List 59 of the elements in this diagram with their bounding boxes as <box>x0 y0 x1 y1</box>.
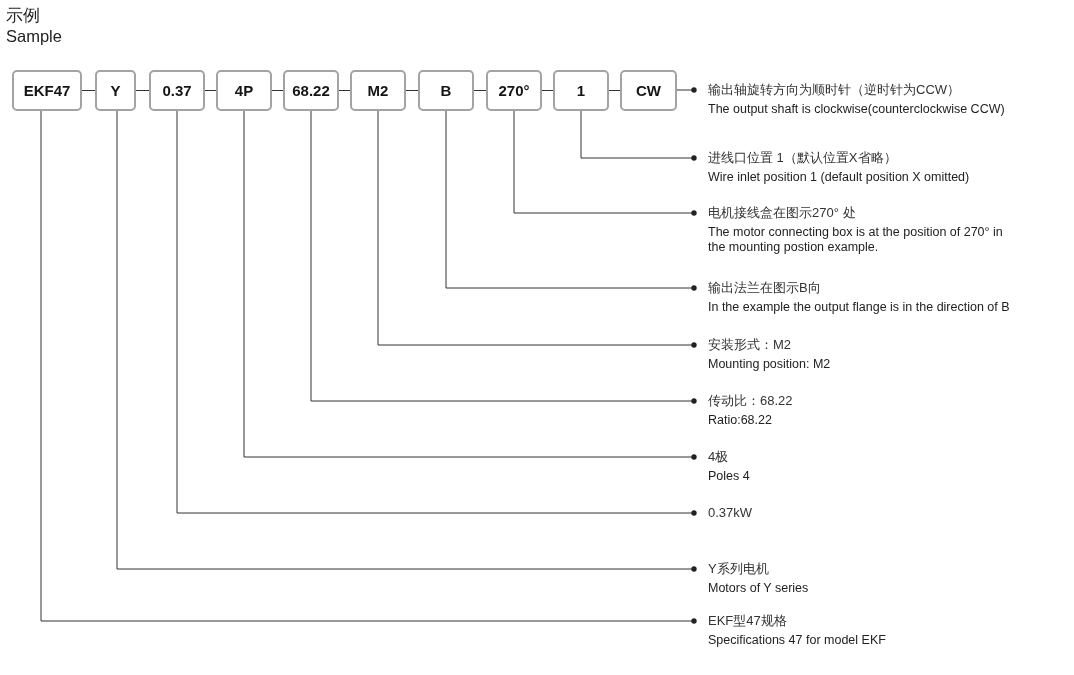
description-text: 进线口位置 1（默认位置X省略） <box>708 149 897 167</box>
code-box <box>12 70 82 111</box>
code-box <box>553 70 609 111</box>
connector-line <box>608 90 621 91</box>
description-text: EKF型47规格 <box>708 612 787 630</box>
translation-text: Motors of Y series <box>708 581 809 596</box>
code-box <box>418 70 474 111</box>
code-label: 0.37 <box>162 81 192 100</box>
code-box <box>620 70 677 111</box>
code-label: Y <box>110 81 121 100</box>
code-label: CW <box>636 81 661 100</box>
code-label: 68.22 <box>292 81 330 100</box>
description-text: Y系列电机 <box>708 560 769 578</box>
code-box <box>283 70 339 111</box>
translation-text: Specifications 47 for model EKF <box>708 633 886 648</box>
code-label: 270° <box>498 81 530 100</box>
code-label: EKF47 <box>23 81 71 100</box>
leader-line <box>377 110 697 348</box>
connector-line <box>338 90 351 91</box>
leader-line <box>445 110 697 291</box>
code-box <box>149 70 205 111</box>
translation-text: The motor connecting box is at the position of 270° in the mounting postion example. <box>708 225 1004 255</box>
connector-line <box>135 90 150 91</box>
code-box <box>216 70 272 111</box>
translation-text: Wire inlet position 1 (default position X omitted) <box>708 170 970 185</box>
code-box <box>350 70 406 111</box>
translation-text: Mounting position: M2 <box>708 357 831 372</box>
connector-line <box>473 90 487 91</box>
title-text: 示例 Sample <box>6 5 62 47</box>
description-text: 0.37kW <box>708 504 753 522</box>
leader-line <box>513 110 697 216</box>
description-text: 传动比：68.22 <box>708 392 793 410</box>
description-text: 4极 <box>708 448 729 466</box>
connector-line <box>204 90 217 91</box>
translation-text: In the example the output flange is in the direction of B <box>708 300 1010 315</box>
leader-line <box>580 110 697 161</box>
description-text: 输出轴旋转方向为顺时针（逆时针为CCW） <box>708 81 961 99</box>
description-text: 安装形式：M2 <box>708 336 792 354</box>
translation-text: The output shaft is clockwise(counterclockwise CCW) <box>708 102 1005 117</box>
leader-line <box>676 87 697 93</box>
leader-line <box>310 110 697 404</box>
connector-line <box>405 90 419 91</box>
leader-line <box>116 110 697 572</box>
translation-text: Ratio:68.22 <box>708 413 772 428</box>
code-label: M2 <box>367 81 389 100</box>
leader-line <box>176 110 697 516</box>
leader-line <box>243 110 697 460</box>
code-label: B <box>440 81 452 100</box>
description-text: 电机接线盒在图示270° 处 <box>708 204 856 222</box>
code-box <box>486 70 542 111</box>
code-label: 1 <box>576 81 586 100</box>
leader-line <box>40 110 697 624</box>
translation-text: Poles 4 <box>708 469 750 484</box>
connector-line <box>271 90 284 91</box>
connector-line <box>541 90 554 91</box>
description-text: 输出法兰在图示B向 <box>708 279 821 297</box>
connector-line <box>81 90 96 91</box>
code-label: 4P <box>234 81 254 100</box>
code-box <box>95 70 136 111</box>
